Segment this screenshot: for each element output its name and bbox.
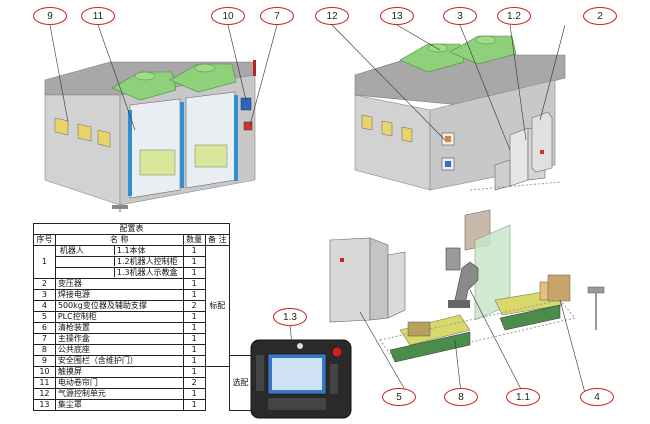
row-qty: 1	[182, 245, 206, 257]
row-qty: 1	[182, 311, 206, 323]
configuration-table: 配置表 序号 名 称 数量 备 注 1 机器人 1.1本体 1 标配 1.2机器人…	[32, 223, 252, 411]
row-qty: 1	[182, 344, 206, 356]
row-qty: 1	[182, 256, 206, 268]
callout-10: 10	[211, 7, 245, 25]
row-qty: 2	[182, 300, 206, 312]
row-name: 500kg变位器及辅助支撑	[54, 300, 184, 312]
row-no: 11	[33, 377, 56, 389]
callout-1-2: 1.2	[497, 7, 531, 25]
row-name: 焊接电源	[54, 289, 184, 301]
row-name: PLC控制柜	[54, 311, 184, 323]
callout-9: 9	[33, 7, 67, 25]
row-name: 公共底座	[54, 344, 184, 356]
row-no: 2	[33, 278, 56, 290]
row-qty: 1	[182, 388, 206, 400]
row-name: 电动卷帘门	[54, 377, 184, 389]
callout-5: 5	[382, 388, 416, 406]
col-header-no: 序号	[33, 234, 56, 246]
row-name: 机器人 1.1本体	[54, 245, 184, 257]
row-no: 10	[33, 366, 56, 378]
enclosure-front-view	[44, 60, 256, 212]
callout-7: 7	[260, 7, 294, 25]
table-header-row: 序号 名 称 数量 备 注	[33, 234, 252, 246]
row-no: 3	[33, 289, 56, 301]
callout-13: 13	[380, 7, 414, 25]
row-qty: 1	[182, 333, 206, 345]
callout-1-3: 1.3	[273, 308, 307, 326]
robot-sub-name: 1.2机器人控制柜	[113, 257, 178, 266]
row-qty: 1	[182, 278, 206, 290]
note-standard: 标配	[204, 245, 231, 367]
row-name: 1.2机器人控制柜	[54, 256, 184, 268]
row-no: 12	[33, 388, 56, 400]
row-name: 安全围栏（含维护门）	[54, 355, 184, 367]
callout-3: 3	[443, 7, 477, 25]
table-caption: 配置表	[32, 223, 231, 235]
callout-8: 8	[444, 388, 478, 406]
callout-11: 11	[81, 7, 115, 25]
callout-4: 4	[580, 388, 614, 406]
callout-1-1: 1.1	[506, 388, 540, 406]
row-qty: 1	[182, 399, 206, 411]
row-name: 气源控制单元	[54, 388, 184, 400]
callout-2: 2	[583, 7, 617, 25]
row-qty: 1	[182, 267, 206, 279]
robot-group-label: 机器人	[59, 246, 84, 255]
col-header-name: 名 称	[54, 234, 184, 246]
row-no: 9	[33, 355, 56, 367]
row-qty: 1	[182, 366, 206, 378]
col-header-note: 备 注	[204, 234, 231, 246]
robot-cell-view	[329, 209, 605, 396]
enclosure-rear-view	[354, 35, 566, 191]
row-no: 7	[33, 333, 56, 345]
note-optional: 选配	[229, 355, 252, 411]
table-row: 1 机器人 1.1本体 1 标配	[33, 245, 252, 367]
robot-sub-name: 1.1本体	[113, 246, 146, 255]
row-name: 1.3机器人示教盒	[54, 267, 184, 279]
teach-pendant	[250, 339, 352, 419]
row-no: 5	[33, 311, 56, 323]
callout-12: 12	[315, 7, 349, 25]
row-name: 主操作盒	[54, 333, 184, 345]
leader-lines-top	[49, 24, 566, 346]
row-no: 1	[33, 245, 56, 279]
row-qty: 1	[182, 322, 206, 334]
col-header-qty: 数量	[182, 234, 206, 246]
row-qty: 2	[182, 377, 206, 389]
row-name: 清枪装置	[54, 322, 184, 334]
row-qty: 1	[182, 355, 206, 367]
row-no: 8	[33, 344, 56, 356]
row-name: 变压器	[54, 278, 184, 290]
robot-sub-name: 1.3机器人示教盒	[113, 268, 178, 277]
row-name: 触摸屏	[54, 366, 184, 378]
row-qty: 1	[182, 289, 206, 301]
row-no: 6	[33, 322, 56, 334]
row-name: 集尘罩	[54, 399, 184, 411]
row-no: 13	[33, 399, 56, 411]
row-no: 4	[33, 300, 56, 312]
